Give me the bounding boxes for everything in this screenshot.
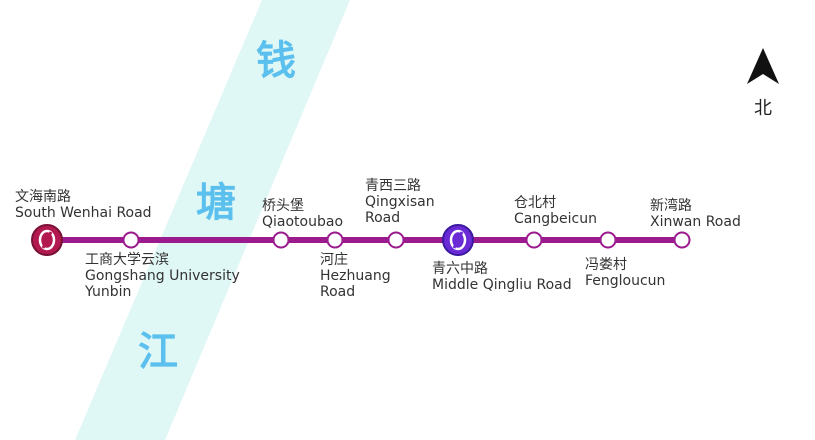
- river-label-jiang: 江: [138, 329, 178, 375]
- station-name-en: Cangbeicun: [514, 211, 597, 227]
- station-marker-hezhuang-road[interactable]: [326, 231, 344, 249]
- station-name-en: South Wenhai Road: [15, 205, 152, 221]
- station-name-en: Gongshang University: [85, 268, 240, 284]
- station-name-en: Xinwan Road: [650, 214, 741, 230]
- north-arrow-icon: [747, 48, 779, 84]
- station-label-qingxisan-road[interactable]: 青西三路 Qingxisan Road: [365, 178, 435, 226]
- station-marker-gongshang-university-yunbin[interactable]: [122, 231, 140, 249]
- station-name-en: Qingxisan: [365, 194, 435, 210]
- station-label-gongshang-university-yunbin[interactable]: 工商大学云滨 Gongshang University Yunbin: [85, 252, 240, 300]
- station-name-zh: 青六中路: [432, 261, 488, 277]
- station-name-zh: 仓北村: [514, 195, 556, 211]
- interchange-icon: [38, 229, 56, 251]
- north-label: 北: [754, 98, 772, 119]
- station-label-hezhuang-road[interactable]: 河庄 Hezhuang Road: [320, 252, 391, 300]
- station-name-zh: 新湾路: [650, 198, 692, 214]
- station-marker-south-wenhai-road[interactable]: [31, 224, 63, 256]
- station-label-qiaotoubao[interactable]: 桥头堡 Qiaotoubao: [262, 198, 343, 230]
- stations-layer: [31, 224, 691, 256]
- station-name-en: Hezhuang: [320, 268, 391, 284]
- river-label-tang: 塘: [196, 180, 236, 226]
- interchange-icon: [449, 229, 467, 251]
- station-label-xinwan-road[interactable]: 新湾路 Xinwan Road: [650, 198, 741, 230]
- station-name-en: Qiaotoubao: [262, 214, 344, 230]
- station-label-cangbeicun[interactable]: 仓北村 Cangbeicun: [514, 195, 597, 227]
- north-indicator: 北: [745, 46, 781, 120]
- station-name-zh: 青西三路: [365, 178, 421, 194]
- station-name-en: Road: [365, 210, 401, 226]
- station-marker-fengloucun[interactable]: [599, 231, 617, 249]
- station-marker-middle-qingliu-road[interactable]: [442, 224, 474, 256]
- station-marker-cangbeicun[interactable]: [525, 231, 543, 249]
- station-marker-xinwan-road[interactable]: [673, 231, 691, 249]
- station-name-en: Middle Qingliu Road: [432, 277, 572, 293]
- station-name-en: Yunbin: [85, 284, 132, 300]
- station-name-zh: 工商大学云滨: [85, 252, 169, 268]
- station-label-fengloucun[interactable]: 冯娄村 Fengloucun: [585, 257, 665, 289]
- qiantang-river: [75, 0, 350, 440]
- station-name-zh: 河庄: [320, 252, 348, 268]
- station-marker-qingxisan-road[interactable]: [387, 231, 405, 249]
- station-marker-qiaotoubao[interactable]: [272, 231, 290, 249]
- station-name-zh: 冯娄村: [585, 257, 627, 273]
- station-name-zh: 文海南路: [15, 189, 71, 205]
- river-label-qian: 钱: [256, 38, 296, 84]
- station-name-en: Fengloucun: [585, 273, 666, 289]
- station-label-south-wenhai-road[interactable]: 文海南路 South Wenhai Road: [15, 189, 152, 221]
- station-name-zh: 桥头堡: [262, 198, 304, 214]
- station-name-en: Road: [320, 284, 356, 300]
- station-label-middle-qingliu-road[interactable]: 青六中路 Middle Qingliu Road: [432, 261, 572, 293]
